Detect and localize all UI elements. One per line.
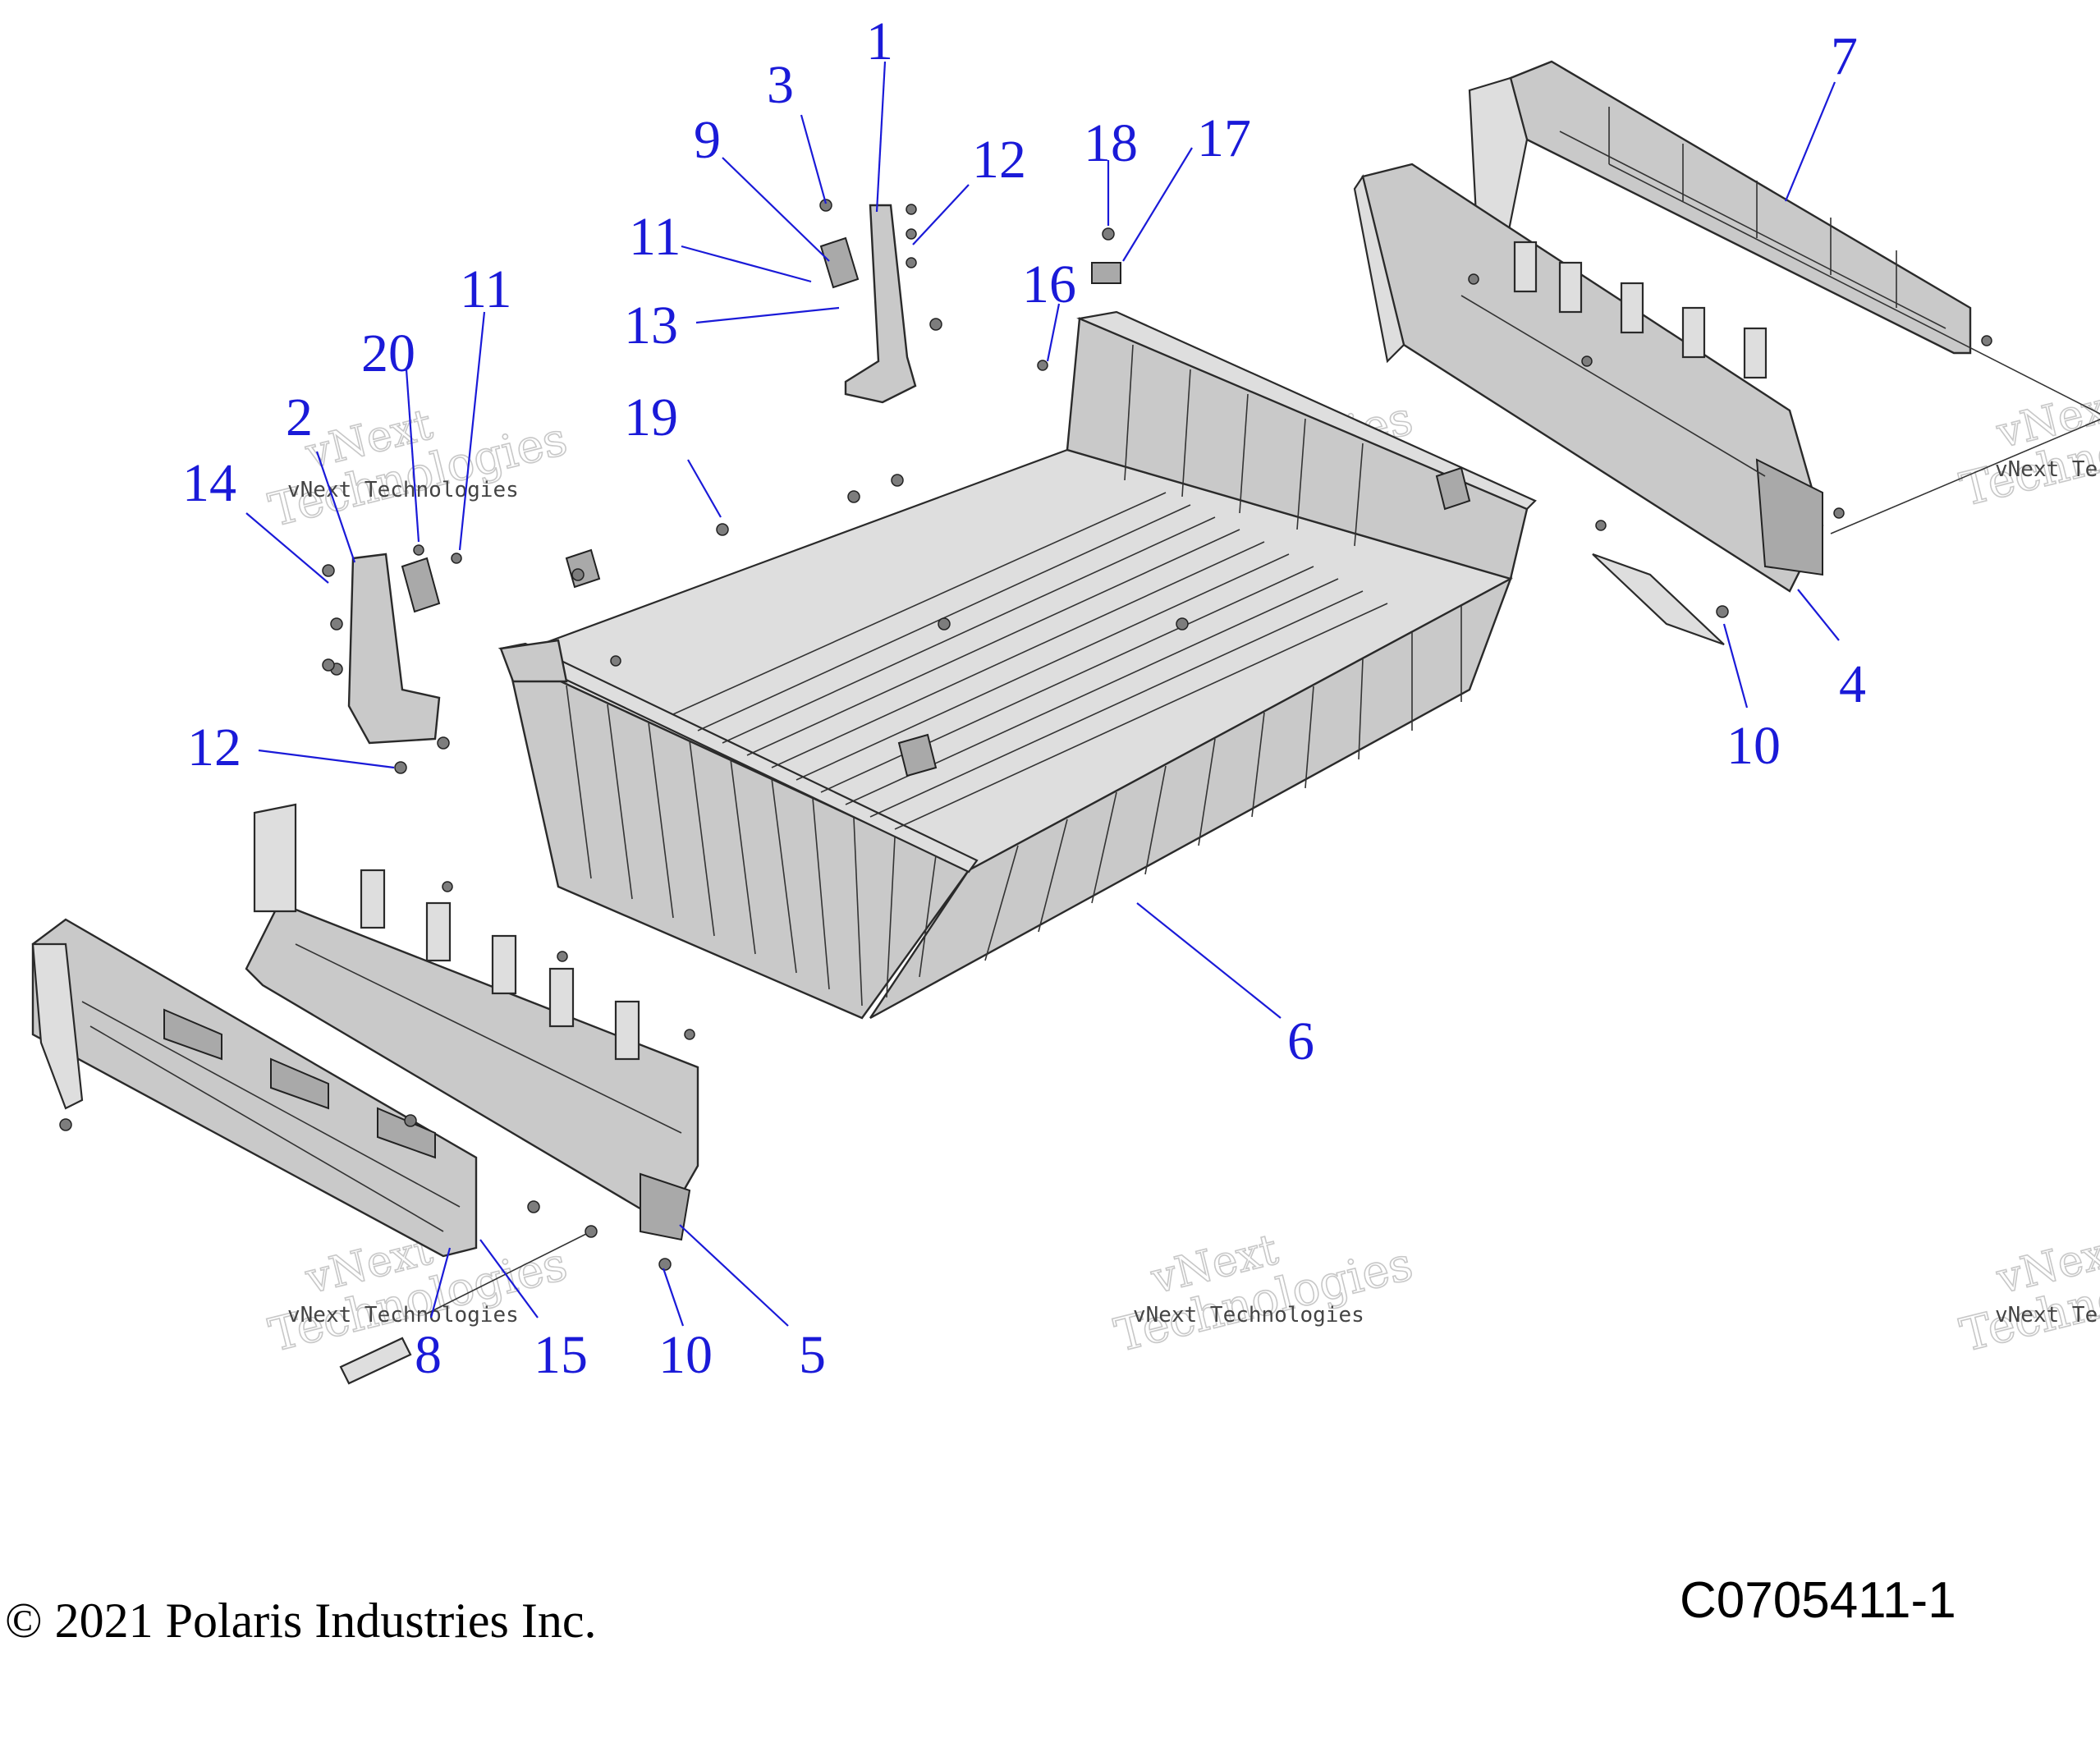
- leader-11b: [458, 311, 486, 551]
- leader-11a: [681, 245, 812, 283]
- leader-14: [912, 184, 970, 245]
- watermark-6: vNext Technologies vNext Technologies: [1955, 1224, 2100, 1363]
- leader-3: [800, 114, 828, 204]
- callout-11b: 11: [460, 259, 512, 319]
- svg-text:vNext Technologies: vNext Technologies: [1995, 1303, 2100, 1328]
- latch-clip-top: [1091, 262, 1121, 284]
- leader-15: [479, 1239, 539, 1318]
- callout-1: 1: [866, 11, 893, 71]
- leader-7: [1784, 81, 1836, 202]
- leader-10b: [662, 1268, 685, 1327]
- callout-10b: 10: [658, 1325, 713, 1385]
- callout-18: 17: [1197, 108, 1251, 168]
- left-upright-bracket: [347, 553, 441, 745]
- leader-12: [258, 749, 395, 769]
- callout-3: 3: [767, 55, 794, 115]
- latch-clip-center: [565, 548, 601, 589]
- callout-9: 9: [694, 110, 721, 170]
- skirt-ribs-side: [984, 606, 1462, 961]
- callout-6: 6: [1287, 1011, 1314, 1071]
- callout-15: 15: [534, 1325, 588, 1385]
- callout-11a: 11: [629, 207, 681, 267]
- tie-down-anchor: [897, 733, 938, 777]
- hardware: [59, 199, 1992, 1271]
- latch-clip-rear: [1435, 466, 1471, 511]
- leader-17: [1046, 303, 1061, 362]
- callout-19a: 18: [1084, 113, 1138, 173]
- leader-9: [722, 157, 830, 262]
- callout-14: 12: [972, 130, 1026, 190]
- callout-20: 20: [361, 323, 415, 383]
- watermark-5: vNext Technologies vNext Technologies: [1109, 1224, 1419, 1363]
- leader-lines: [245, 61, 1840, 1327]
- callout-7: 7: [1831, 26, 1858, 86]
- leader-10a: [1722, 623, 1749, 708]
- right-upright-bracket: [844, 204, 917, 404]
- svg-text:vNext Technologies: vNext Technologies: [287, 478, 519, 502]
- callout-10a: 10: [1726, 716, 1781, 776]
- leader-19b: [687, 459, 722, 518]
- callout-13: 13: [624, 296, 678, 355]
- leader-13: [695, 306, 840, 324]
- leader-20: [405, 369, 420, 543]
- leader-4: [1797, 589, 1840, 641]
- skirt-ribs-front: [566, 685, 937, 1007]
- latch-clip-left: [401, 557, 441, 613]
- copyright-notice: © 2021 Polaris Industries Inc.: [5, 1594, 597, 1648]
- left-side-rail: [245, 803, 699, 1241]
- svg-text:vNext Technologies: vNext Technologies: [1133, 1303, 1364, 1328]
- callout-16: 14: [182, 453, 236, 513]
- support-rod: [339, 1231, 592, 1385]
- callout-12: 12: [187, 718, 241, 777]
- svg-text:vNext Technologies: vNext Technologies: [1995, 457, 2100, 482]
- cargo-box-tub: [497, 310, 1537, 1020]
- leader-18: [1122, 147, 1193, 262]
- watermark-3: vNext Technologies vNext Technologies: [1955, 378, 2100, 517]
- drawing-code: C0705411-1: [1680, 1572, 1956, 1629]
- callout-2: 2: [286, 387, 313, 447]
- callout-4: 4: [1839, 654, 1866, 714]
- leader-1: [875, 61, 887, 213]
- callout-19b: 19: [624, 387, 678, 447]
- callout-17: 16: [1022, 255, 1076, 314]
- right-side-rail: [1353, 163, 1824, 646]
- latch-clip-right: [819, 236, 860, 289]
- leader-16: [245, 512, 329, 584]
- leader-8: [429, 1247, 452, 1318]
- leader-2: [315, 451, 356, 563]
- headboard-ribs: [1124, 344, 1364, 547]
- callouts: 1 3 9 12 11 13 18 17 16 19 20 11 2 14 12…: [182, 11, 1866, 1385]
- left-lower-rail: [31, 918, 478, 1258]
- callout-8: 8: [415, 1325, 442, 1385]
- svg-text:vNext Technologies: vNext Technologies: [287, 1303, 519, 1328]
- callout-5: 5: [799, 1325, 826, 1385]
- leader-5: [679, 1224, 789, 1327]
- leader-6: [1136, 902, 1282, 1019]
